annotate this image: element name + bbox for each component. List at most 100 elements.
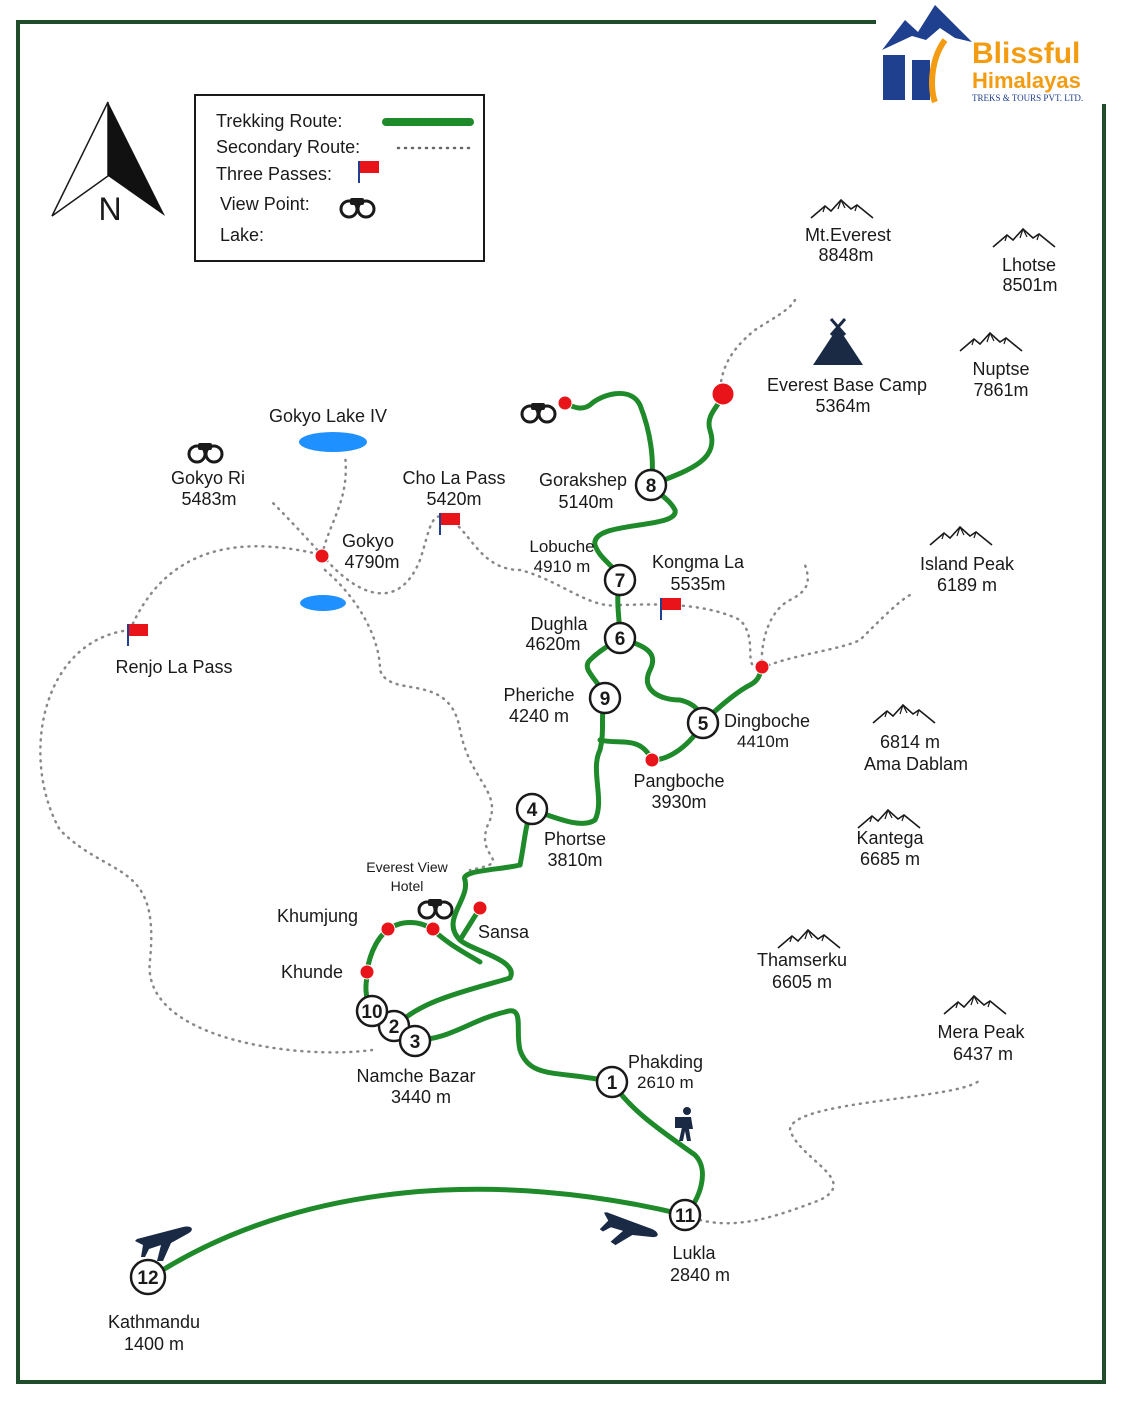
ebc-name: Everest Base Camp <box>767 375 927 395</box>
dingboche-altitude: 4410m <box>737 732 789 751</box>
stop-5: 5 <box>686 706 720 740</box>
legend: Trekking Route: Secondary Route: Three P… <box>194 94 485 262</box>
mera-peak-name: Mera Peak <box>937 1022 1025 1042</box>
stop-11-number: 11 <box>675 1206 696 1227</box>
compass-north-label: N <box>98 191 121 227</box>
thamserku-name: Thamserku <box>757 950 847 970</box>
cho-la-flag-icon <box>439 512 461 536</box>
gokyo-name: Gokyo <box>342 531 394 551</box>
namche-name: Namche Bazar <box>356 1066 475 1086</box>
ebc-altitude: 5364m <box>815 396 870 416</box>
stop-7-number: 7 <box>615 571 626 592</box>
khunde-name: Khunde <box>281 962 343 982</box>
stop-7: 7 <box>603 563 637 597</box>
everest-view-binoculars-icon <box>417 897 454 920</box>
mera-peak-altitude: 6437 m <box>953 1044 1013 1064</box>
peak-labels: Mt.Everest 8848m Lhotse 8501m Nuptse 786… <box>757 225 1058 1064</box>
nuptse-mountain-icon <box>959 332 1023 352</box>
island-peak-name: Island Peak <box>920 554 1015 574</box>
everest-view-hotel-line2: Hotel <box>391 878 424 894</box>
lobuche-name: Lobuche <box>529 537 594 556</box>
kantega-mountain-icon <box>857 809 921 829</box>
logo-tagline: TREKS & TOURS PVT. LTD. <box>972 93 1083 103</box>
stop-4: 4 <box>515 792 549 826</box>
lukla-plane-icon <box>592 1200 659 1262</box>
logo-line1: Blissful <box>972 37 1080 70</box>
kongma-la-name: Kongma La <box>652 552 745 572</box>
lake-gokyo-lower <box>300 595 346 611</box>
nuptse-altitude: 7861m <box>973 380 1028 400</box>
kathmandu-name: Kathmandu <box>108 1312 200 1332</box>
gorakshep-name: Gorakshep <box>539 470 627 490</box>
gokyo-ri-altitude: 5483m <box>181 489 236 509</box>
phortse-name: Phortse <box>544 829 606 849</box>
stop-5-number: 5 <box>698 714 709 735</box>
gokyo-ri-binoculars-icon <box>187 441 224 464</box>
mera-peak-mountain-icon <box>943 995 1007 1015</box>
secondary-routes <box>39 298 982 1225</box>
stop-2-number: 2 <box>389 1017 400 1038</box>
lake-gokyo-iv <box>299 432 367 452</box>
gokyo-lake-iv-name: Gokyo Lake IV <box>269 406 387 426</box>
island-peak-altitude: 6189 m <box>937 575 997 595</box>
legend-secondary-route-label: Secondary Route: <box>216 137 360 157</box>
lhotse-name: Lhotse <box>1002 255 1056 275</box>
dughla-altitude: 4620m <box>525 634 580 654</box>
gokyo-ri-name: Gokyo Ri <box>171 468 245 488</box>
north-arrow-icon: N <box>51 101 165 227</box>
stop-10-number: 10 <box>361 1002 382 1023</box>
kongma-la-flag-icon <box>660 597 682 621</box>
phakding-altitude: 2610 m <box>637 1073 694 1092</box>
gokyo-altitude: 4790m <box>344 552 399 572</box>
dughla-name: Dughla <box>530 614 588 634</box>
trekking-route <box>147 390 765 1281</box>
legend-three-passes-label: Three Passes: <box>216 164 332 184</box>
place-labels: Phakding 2610 m Namche Bazar 3440 m Phor… <box>108 375 927 1354</box>
lhotse-altitude: 8501m <box>1002 275 1057 295</box>
everest-name: Mt.Everest <box>805 225 891 245</box>
red-markers <box>314 382 770 980</box>
legend-view-point-label: View Point: <box>220 194 310 214</box>
renjo-la-flag-icon <box>127 623 149 647</box>
lhotse-mountain-icon <box>992 228 1056 248</box>
thamserku-altitude: 6605 m <box>772 972 832 992</box>
lobuche-altitude: 4910 m <box>534 557 591 576</box>
kantega-name: Kantega <box>856 828 924 848</box>
khumjung-name: Khumjung <box>277 906 358 926</box>
trekker-icon <box>675 1107 693 1141</box>
stop-3-number: 3 <box>410 1032 421 1053</box>
everest-altitude: 8848m <box>818 245 873 265</box>
sansa-name: Sansa <box>478 922 530 942</box>
legend-trekking-route-label: Trekking Route: <box>216 111 342 131</box>
everest-view-hotel-line1: Everest View <box>366 859 448 875</box>
company-logo: Blissful Himalayas TREKS & TOURS PVT. LT… <box>876 0 1106 104</box>
kantega-altitude: 6685 m <box>860 849 920 869</box>
gorakshep-altitude: 5140m <box>558 492 613 512</box>
ama-dablam-mountain-icon <box>872 704 936 724</box>
stops: 1 2 3 4 5 6 7 8 9 10 11 12 <box>129 468 720 1296</box>
kongma-la-altitude: 5535m <box>670 574 725 594</box>
dingboche-name: Dingboche <box>724 711 810 731</box>
stop-9: 9 <box>588 681 622 715</box>
pheriche-altitude: 4240 m <box>509 706 569 726</box>
phortse-altitude: 3810m <box>547 850 602 870</box>
stop-8: 8 <box>634 468 668 502</box>
thamserku-mountain-icon <box>777 929 841 949</box>
logo-mountain-icon <box>882 5 972 50</box>
island-peak-mountain-icon <box>929 526 993 546</box>
stop-12-number: 12 <box>137 1268 158 1289</box>
tent-icon <box>813 318 863 365</box>
ama-dablam-name: Ama Dablam <box>864 754 968 774</box>
stop-1: 1 <box>595 1065 629 1099</box>
renjo-la-name: Renjo La Pass <box>115 657 232 677</box>
pangboche-altitude: 3930m <box>651 792 706 812</box>
stop-6-number: 6 <box>615 629 626 650</box>
binoculars-icon <box>520 401 557 424</box>
stop-11: 11 <box>668 1198 702 1232</box>
lukla-altitude: 2840 m <box>670 1265 730 1285</box>
stop-8-number: 8 <box>646 476 657 497</box>
everest-mountain-icon <box>810 199 874 219</box>
ama-dablam-altitude: 6814 m <box>880 732 940 752</box>
nuptse-name: Nuptse <box>972 359 1029 379</box>
